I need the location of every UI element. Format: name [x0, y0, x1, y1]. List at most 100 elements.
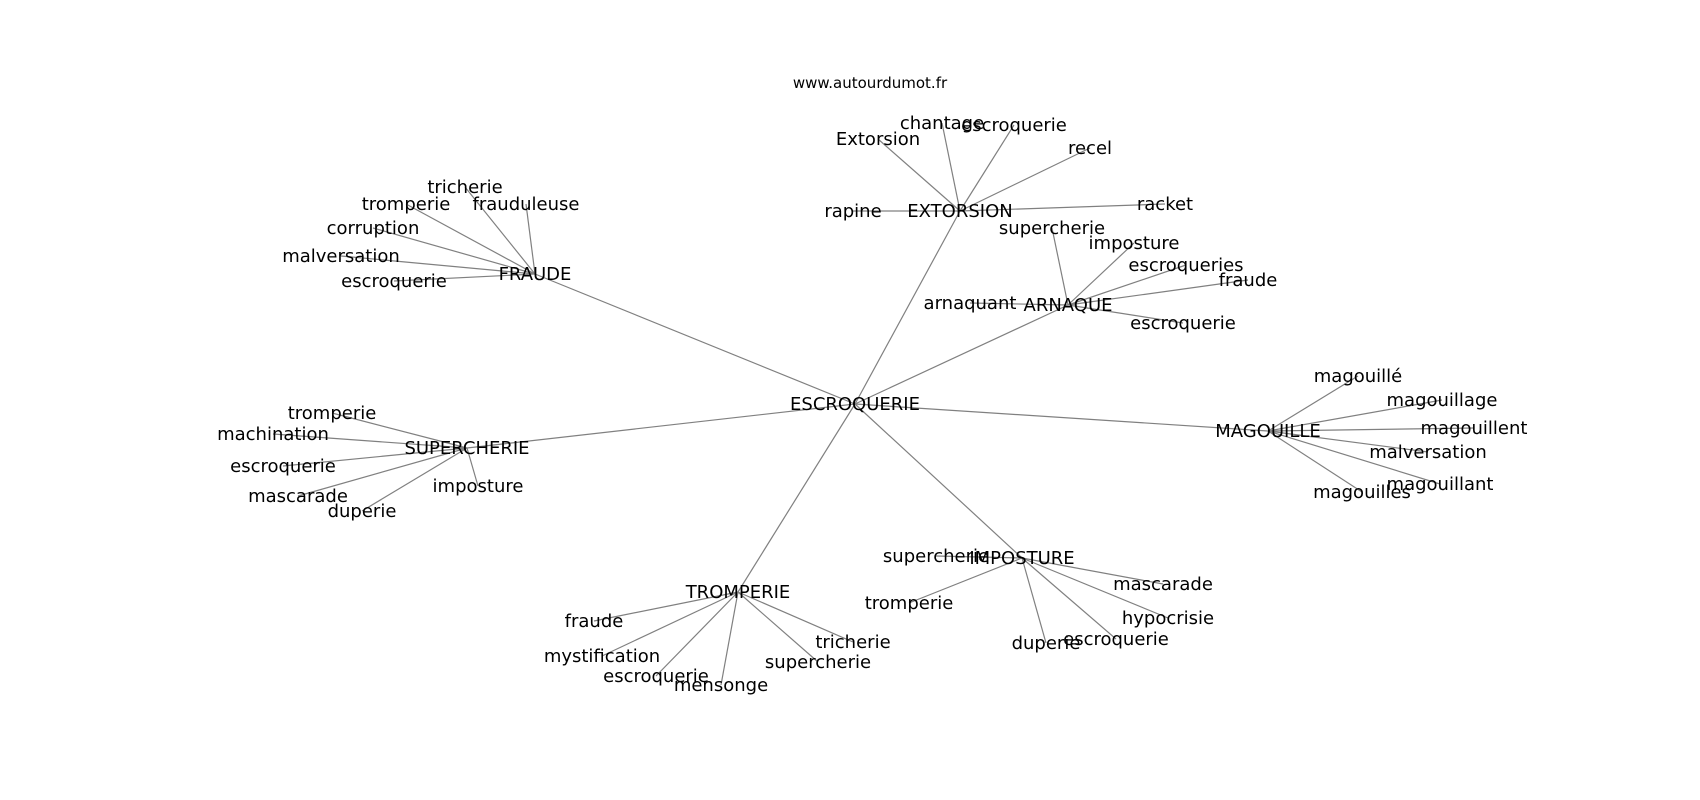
edge-hub-leaf: [593, 591, 739, 622]
leaf-node-label: mascarade: [1113, 574, 1213, 595]
edge-hub-leaf: [720, 591, 739, 686]
leaf-node-label: escroquerie: [961, 115, 1067, 136]
hub-node-label: SUPERCHERIE: [404, 438, 529, 459]
edge-root-hub: [854, 403, 1023, 559]
edge-hub-leaf: [935, 555, 1023, 559]
leaf-node-label: tricherie: [815, 632, 890, 653]
leaf-node-label: escroquerie: [1130, 313, 1236, 334]
edge-hub-leaf: [331, 412, 468, 449]
leaf-node-label: recel: [1068, 138, 1112, 159]
leaf-node-label: malversation: [1369, 442, 1487, 463]
leaf-node-label: rapine: [824, 201, 881, 222]
leaf-node-label: frauduleuse: [473, 194, 580, 215]
leaf-node-label: escroquerie: [230, 456, 336, 477]
edge-root-hub: [854, 304, 1069, 405]
edge-root-hub: [854, 210, 961, 405]
edge-hub-leaf: [959, 147, 1091, 212]
edge-hub-leaf: [361, 447, 468, 512]
leaf-node-label: magouillage: [1387, 390, 1498, 411]
leaf-node-label: escroquerie: [603, 666, 709, 687]
edges-layer: [272, 122, 1475, 686]
edge-hub-leaf: [1067, 242, 1135, 306]
edge-hub-leaf: [959, 124, 1015, 212]
hub-node-label: EXTORSION: [907, 201, 1012, 222]
edge-hub-leaf: [1021, 557, 1047, 644]
leaf-node-label: hypocrisie: [1122, 608, 1214, 629]
edge-hub-leaf: [464, 186, 536, 275]
edge-hub-leaf: [941, 122, 961, 212]
hub-node-label: IMPOSTURE: [969, 548, 1074, 569]
edge-hub-leaf: [1067, 304, 1184, 324]
leaf-node-label: mensonge: [674, 675, 768, 696]
edge-hub-leaf: [405, 203, 536, 275]
edge-hub-leaf: [877, 138, 961, 212]
leaf-node-label: supercherie: [883, 546, 989, 567]
leaf-node-label: magouillant: [1387, 474, 1494, 495]
edge-hub-leaf: [282, 447, 468, 467]
leaf-node-label: escroquerie: [1063, 629, 1169, 650]
edge-root-hub: [534, 273, 856, 405]
edge-root-hub: [466, 403, 856, 449]
leaf-node-label: supercherie: [765, 652, 871, 673]
leaf-node-label: magouilles: [1313, 482, 1411, 503]
leaf-node-label: tromperie: [865, 593, 954, 614]
edge-root-hub: [737, 403, 856, 593]
leaf-node-label: tromperie: [288, 403, 377, 424]
edge-hub-leaf: [601, 591, 739, 657]
hub-node-label: ARNAQUE: [1024, 295, 1113, 316]
hub-node-label: MAGOUILLE: [1215, 421, 1321, 442]
leaf-node-label: duperie: [1012, 633, 1081, 654]
leaf-node-label: magouillé: [1314, 366, 1403, 387]
edge-hub-leaf: [1267, 430, 1429, 453]
leaf-node-label: imposture: [1089, 233, 1180, 254]
leaf-node-label: escroqueries: [1128, 255, 1243, 276]
edge-hub-leaf: [908, 557, 1023, 604]
leaf-node-label: imposture: [433, 476, 524, 497]
leaf-node-label: arnaquant: [924, 293, 1017, 314]
edge-hub-leaf: [1267, 375, 1359, 432]
edge-hub-leaf: [372, 227, 536, 275]
edge-hub-leaf: [1021, 557, 1117, 640]
leaf-node-label: tromperie: [362, 194, 451, 215]
leaf-node-label: magouillent: [1421, 418, 1528, 439]
edge-hub-leaf: [1267, 430, 1441, 485]
edge-hub-leaf: [737, 591, 854, 643]
edge-hub-leaf: [393, 273, 536, 282]
leaf-node-label: mystification: [544, 646, 660, 667]
edge-root-hub: [854, 403, 1269, 432]
leaf-node-label: fraude: [565, 611, 624, 632]
edge-hub-leaf: [272, 433, 468, 449]
leaf-node-label: Extorsion: [836, 129, 920, 150]
edge-hub-leaf: [1021, 557, 1164, 585]
edge-hub-leaf: [1021, 557, 1169, 619]
edge-hub-leaf: [1051, 227, 1069, 306]
source-watermark: www.autourdumot.fr: [793, 74, 948, 92]
edge-hub-leaf: [466, 447, 479, 487]
root-node-label: ESCROQUERIE: [790, 394, 920, 415]
edge-hub-leaf: [297, 447, 468, 497]
edge-hub-leaf: [959, 203, 1166, 212]
labels-layer: www.autourdumot.fr EXTORSIONchantageescr…: [217, 74, 1527, 696]
leaf-node-label: racket: [1137, 194, 1193, 215]
edge-hub-leaf: [1267, 427, 1475, 432]
hub-node-label: TROMPERIE: [685, 582, 791, 603]
edge-hub-leaf: [737, 591, 819, 663]
edge-hub-leaf: [340, 255, 536, 275]
leaf-node-label: malversation: [282, 246, 400, 267]
leaf-node-label: corruption: [327, 218, 420, 239]
edge-hub-leaf: [525, 203, 536, 275]
hub-node-label: FRAUDE: [499, 264, 572, 285]
leaf-node-label: escroquerie: [341, 271, 447, 292]
leaf-node-label: chantage: [900, 113, 984, 134]
leaf-node-label: duperie: [328, 501, 397, 522]
edge-hub-leaf: [1267, 399, 1443, 432]
edge-hub-leaf: [969, 302, 1069, 306]
leaf-node-label: supercherie: [999, 218, 1105, 239]
edge-hub-leaf: [655, 591, 739, 677]
edge-hub-leaf: [1067, 279, 1249, 306]
edge-hub-leaf: [1067, 264, 1187, 306]
leaf-node-label: machination: [217, 424, 329, 445]
leaf-node-label: tricherie: [427, 177, 502, 198]
